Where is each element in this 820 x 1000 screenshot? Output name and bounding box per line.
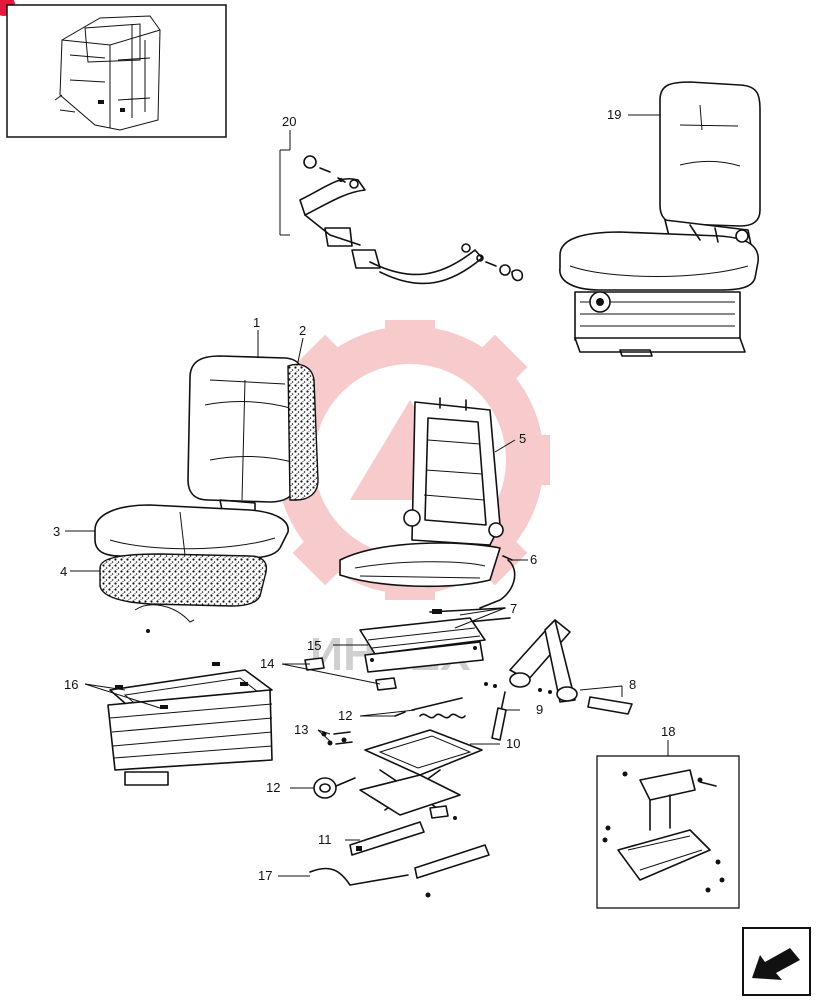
part-scissor-mechanism[interactable] (359, 729, 483, 820)
callout-6: 6 (530, 552, 537, 567)
callout-11: 11 (318, 832, 332, 847)
callout-2: 2 (299, 323, 306, 338)
callout-15: 15 (307, 638, 321, 653)
part-seat-foam[interactable] (99, 553, 268, 633)
callout-labels: 1 2 3 4 5 6 7 8 9 10 11 12 12 13 14 15 1… (53, 107, 675, 883)
callout-10: 10 (506, 736, 520, 751)
part-spring-set[interactable] (394, 697, 466, 719)
part-seat-cushion[interactable] (94, 504, 289, 559)
part-adjust-knob[interactable] (313, 777, 356, 799)
callout-5: 5 (519, 431, 526, 446)
callout-9: 9 (536, 702, 543, 717)
callout-20: 20 (282, 114, 296, 129)
part-backrest-cushion[interactable] (187, 355, 304, 513)
callout-18: 18 (661, 724, 675, 739)
callout-17: 17 (258, 868, 272, 883)
part-slide-rails[interactable] (359, 617, 486, 673)
part-cable[interactable] (479, 555, 516, 609)
callout-1: 1 (253, 315, 260, 330)
leader-lines (65, 114, 660, 877)
callout-12-knob: 12 (266, 780, 280, 795)
callout-12-springs: 12 (338, 708, 352, 723)
thumbnail-cab[interactable] (6, 4, 227, 138)
callout-8: 8 (629, 677, 636, 692)
part-complete-seat[interactable] (559, 81, 761, 357)
callout-13: 13 (294, 722, 308, 737)
part-shock-absorber[interactable] (491, 691, 507, 741)
next-page-arrow-icon[interactable] (742, 927, 811, 996)
part-seat-belt[interactable] (279, 149, 524, 285)
part-screws[interactable] (321, 731, 353, 746)
part-armrest[interactable] (484, 619, 633, 715)
callout-7: 7 (510, 601, 517, 616)
callout-3: 3 (53, 524, 60, 539)
part-base-rails[interactable] (349, 821, 490, 898)
callout-19: 19 (607, 107, 621, 122)
part-detail-box[interactable] (596, 740, 740, 909)
part-bumpers[interactable] (304, 657, 397, 691)
part-bellows[interactable] (107, 662, 273, 786)
callout-14: 14 (260, 656, 274, 671)
part-return-cable[interactable] (309, 867, 409, 886)
part-seat-frame[interactable] (339, 397, 504, 588)
part-backrest-foam[interactable] (287, 363, 319, 501)
callout-16: 16 (64, 677, 78, 692)
callout-4: 4 (60, 564, 67, 579)
